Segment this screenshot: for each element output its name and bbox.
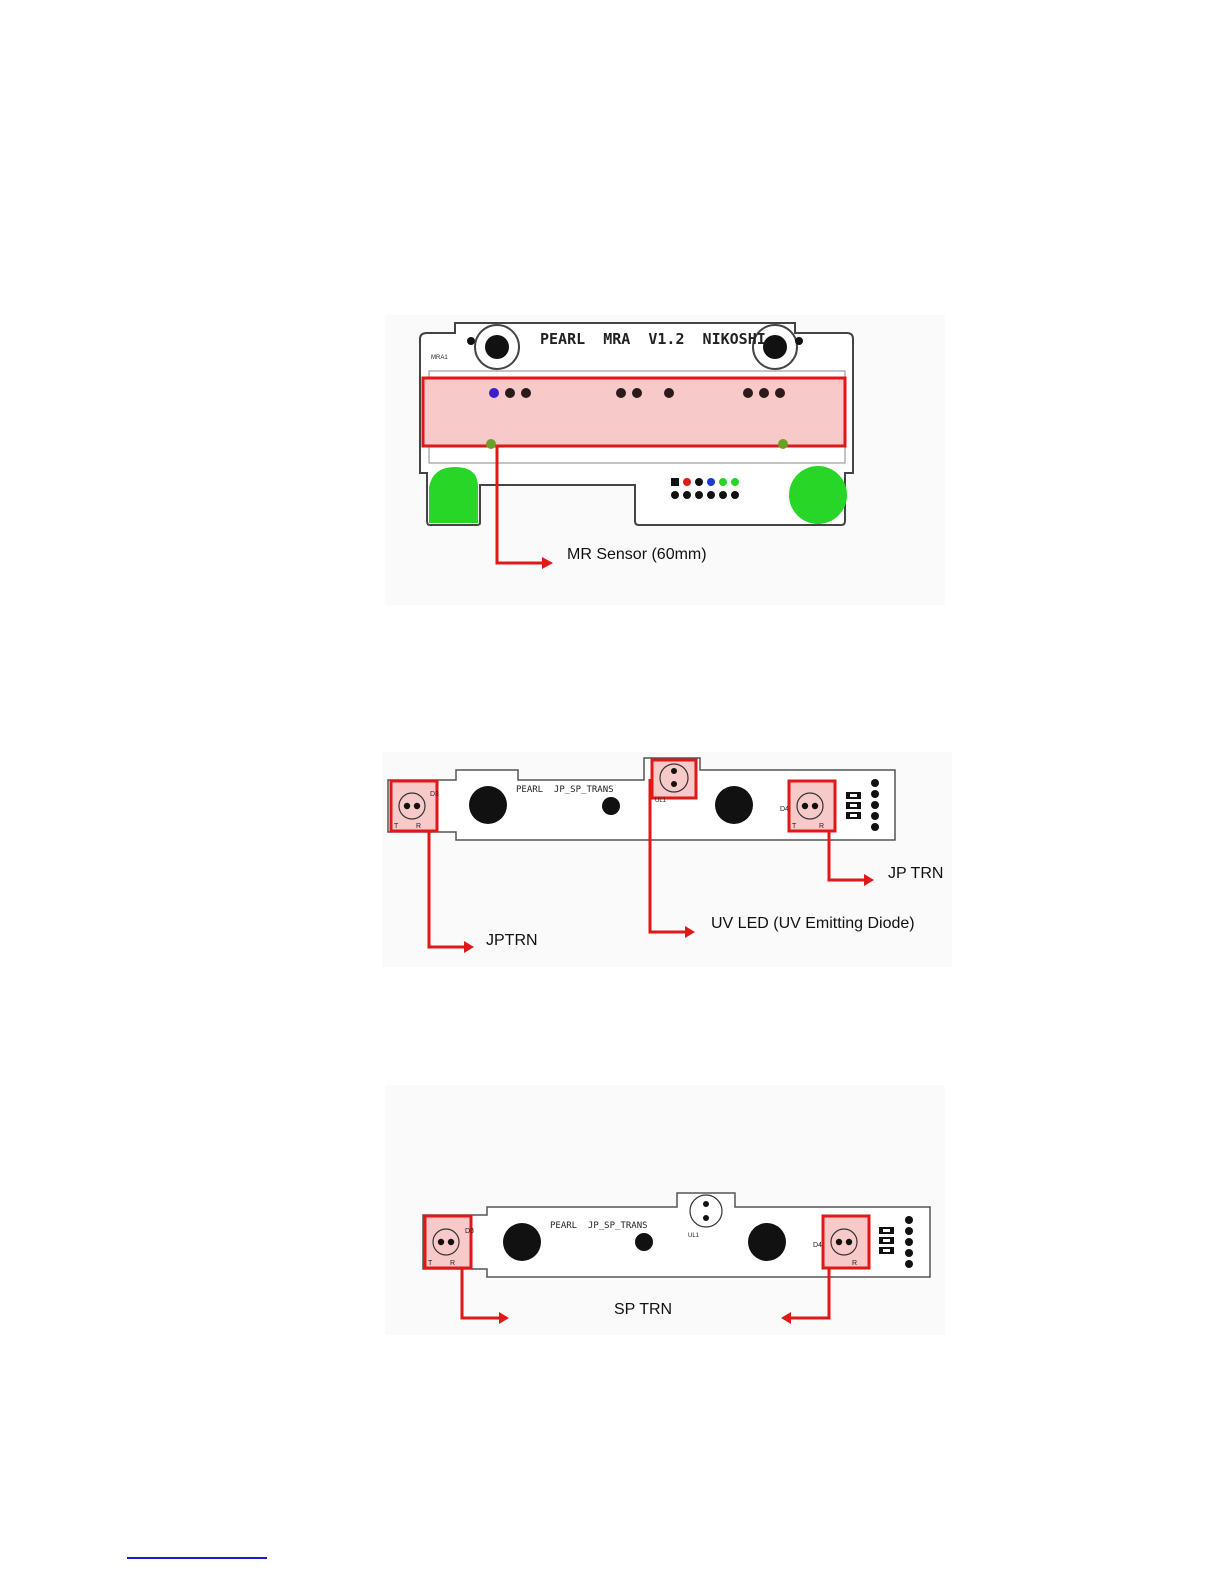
d3-label: D3 [465,1228,474,1235]
footnote-rule [127,1557,267,1559]
mr-sensor-figure: PEARL MRA V1.2 NIKOSHI MRA1 MR Sensor (6… [385,315,945,605]
sp-trn-label: SP TRN [614,1301,672,1318]
pin-r-label: R [819,823,824,830]
green-pad-left [429,467,478,523]
hole-dot-left [467,337,475,345]
pad [671,768,677,774]
mra-board-title: PEARL MRA V1.2 NIKOSHI [540,330,766,348]
mr-sensor-label: MR Sensor (60mm) [567,546,707,563]
pad [836,1239,842,1245]
jp-board-title: PEARL JP_SP_TRANS [516,785,614,795]
mr-sensor-highlight [423,378,845,446]
pad [703,1201,709,1207]
pad [671,781,677,787]
pad [521,388,531,398]
mra-designator: MRA1 [431,355,448,361]
pad [632,388,642,398]
sp-board-title: PEARL JP_SP_TRANS [550,1221,648,1231]
pad [778,439,788,449]
small-hole [602,797,620,815]
pin-r-label: R [416,823,421,830]
pad [489,388,499,398]
mounting-hole [503,1223,541,1261]
pad [414,803,420,809]
pad [775,388,785,398]
ul1-label: UL1 [655,798,667,804]
green-pad-right [789,466,847,524]
pad [448,1239,454,1245]
d4-label: D4 [813,1242,822,1249]
ul1-label: UL1 [688,1233,700,1239]
mounting-hole [469,786,507,824]
pad [505,388,515,398]
pad [743,388,753,398]
uv-led-footprint [690,1195,722,1227]
mounting-hole [715,786,753,824]
pad [664,388,674,398]
small-hole [635,1233,653,1251]
pin-t-label: T [792,823,797,830]
pin-t-label: T [394,823,399,830]
jptrn-label: JPTRN [486,932,538,949]
pad [486,439,496,449]
pad [846,1239,852,1245]
smd-resistors [879,1227,894,1254]
uv-led-label: UV LED (UV Emitting Diode) [711,915,915,932]
pad [802,803,808,809]
hole-dot-right [795,337,803,345]
pad [404,803,410,809]
jp-trn-figure: D3 T R PEARL JP_SP_TRANS UL1 D4 T R JPTR… [382,752,952,967]
pad [616,388,626,398]
mounting-hole [748,1223,786,1261]
jp-trn-label: JP TRN [888,865,943,882]
pin-r-label: R [852,1260,857,1267]
sp-trn-figure: D3 T R PEARL JP_SP_TRANS UL1 D4 R SP TRN [385,1085,945,1335]
pin-t-label: T [428,1260,433,1267]
pad [812,803,818,809]
pad [703,1215,709,1221]
smd-resistors [846,792,861,819]
mounting-hole-left [475,325,519,369]
d4-label: D4 [780,806,789,813]
pin-r-label: R [450,1260,455,1267]
pad [759,388,769,398]
pad [438,1239,444,1245]
d3-label: D3 [430,791,439,798]
